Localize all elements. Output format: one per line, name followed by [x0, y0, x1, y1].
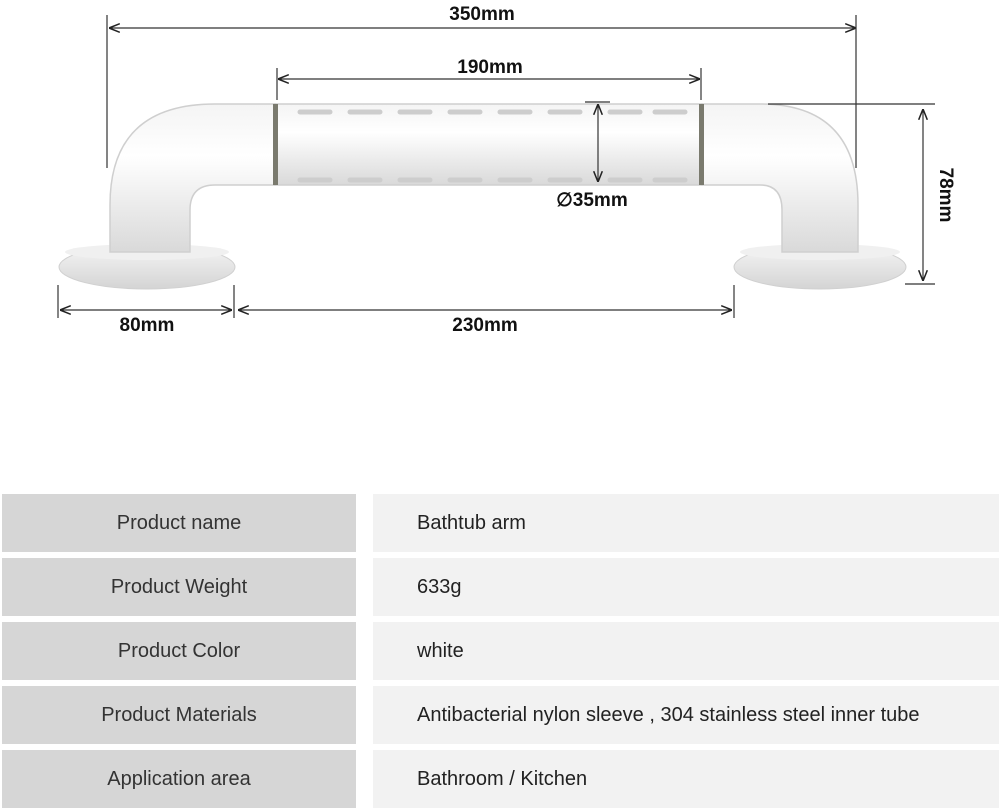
- spec-label: Product Color: [2, 622, 356, 680]
- spec-label: Product name: [2, 494, 356, 552]
- dim-label-height: 78mm: [935, 168, 956, 223]
- spec-label: Product Materials: [2, 686, 356, 744]
- spec-row-application: Application area Bathroom / Kitchen: [0, 750, 1001, 808]
- grab-bar-dimension-diagram: 350mm 190mm ∅35mm 78mm 80mm 230mm: [57, 4, 956, 336]
- spec-value: white: [373, 622, 999, 680]
- spec-row-materials: Product Materials Antibacterial nylon sl…: [0, 686, 1001, 744]
- spec-label: Product Weight: [2, 558, 356, 616]
- dim-label-overall: 350mm: [449, 4, 515, 25]
- spec-value: Antibacterial nylon sleeve , 304 stainle…: [373, 686, 999, 744]
- spec-row-weight: Product Weight 633g: [0, 558, 1001, 616]
- dim-label-grip: 190mm: [457, 57, 523, 78]
- spec-value: Bathtub arm: [373, 494, 999, 552]
- dim-label-center: 230mm: [452, 315, 518, 336]
- spec-value: Bathroom / Kitchen: [373, 750, 999, 808]
- spec-label: Application area: [2, 750, 356, 808]
- dim-label-diameter: ∅35mm: [556, 190, 627, 211]
- dim-label-base: 80mm: [120, 315, 175, 336]
- spec-row-name: Product name Bathtub arm: [0, 494, 1001, 552]
- grab-bar-image: [58, 103, 907, 290]
- spec-value: 633g: [373, 558, 999, 616]
- spec-row-color: Product Color white: [0, 622, 1001, 680]
